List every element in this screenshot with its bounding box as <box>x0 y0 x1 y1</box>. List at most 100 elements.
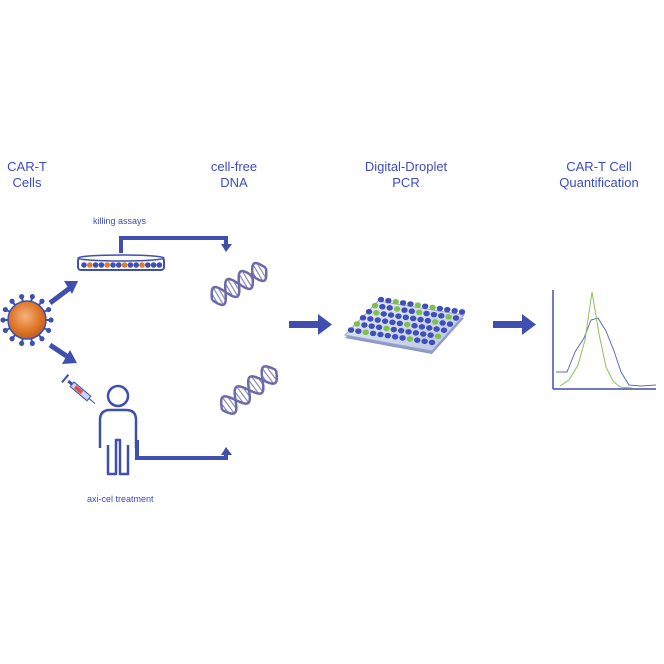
droplet-well <box>440 327 448 334</box>
droplet-well <box>409 315 417 322</box>
dish-cell <box>81 262 87 268</box>
dna-base-pair <box>250 376 264 392</box>
dna-base-pair <box>238 273 249 290</box>
dna-base-pair <box>265 366 278 381</box>
dish-cell <box>116 262 122 268</box>
droplet-well <box>383 325 390 332</box>
droplet-well <box>362 329 369 336</box>
arrow-dna-to-pcr <box>289 314 332 335</box>
label-axi-cel-treatment: axi-cel treatment <box>87 494 154 504</box>
droplet-well <box>384 332 392 339</box>
droplet-well <box>407 301 414 307</box>
droplet-well <box>424 317 432 324</box>
droplet-well <box>412 330 420 336</box>
dish-cell <box>110 262 116 268</box>
dna-base-pair <box>221 396 235 414</box>
droplet-well <box>367 316 374 322</box>
droplet-well <box>397 327 405 334</box>
droplet-well <box>368 323 375 329</box>
header-line: cell-free <box>210 159 258 174</box>
droplet-well <box>380 311 387 317</box>
cell-receptor-tip <box>39 336 45 342</box>
droplet-well <box>401 307 408 313</box>
droplet-well <box>414 337 421 343</box>
header-car-t-quantification: CAR-T Cell Quantification <box>529 159 664 191</box>
label-killing-assays: killing assays <box>93 216 147 226</box>
droplet-well <box>377 331 384 338</box>
droplet-well <box>379 303 386 310</box>
header-line: Quantification <box>559 175 639 190</box>
droplet-well <box>428 339 436 346</box>
droplet-well <box>417 316 424 323</box>
dna-base-pair <box>226 396 237 409</box>
header-line: CAR-T Cell <box>566 159 632 174</box>
dish-cell <box>156 262 163 268</box>
cell-receptor-tip <box>48 317 54 323</box>
header-line: DNA <box>220 175 248 190</box>
droplet-well <box>385 297 392 304</box>
droplet-well <box>402 314 410 321</box>
dna-base-pair <box>227 278 239 297</box>
quantification-plot-icon <box>552 290 657 390</box>
dish-cell <box>98 262 105 268</box>
droplet-well <box>418 324 426 330</box>
header-car-t-cells: CAR-T Cells <box>0 159 97 191</box>
arrow-dish-to-dna <box>119 236 232 253</box>
header-line: Cells <box>12 175 42 190</box>
droplet-well <box>365 308 373 315</box>
droplet-well <box>421 303 429 310</box>
droplet-well <box>415 309 423 316</box>
cell-receptor-tip <box>2 327 8 334</box>
dish-cell <box>150 262 157 268</box>
droplet-well <box>439 320 446 326</box>
cell-receptor-tip <box>19 340 25 346</box>
droplet-well <box>391 333 399 340</box>
droplet-well <box>390 326 398 333</box>
droplet-well <box>436 305 444 312</box>
droplet-well <box>438 312 445 319</box>
arrow-patient-to-dna <box>135 440 232 460</box>
dish-cell <box>127 262 134 268</box>
droplet-well <box>451 307 458 314</box>
cell-receptor-tip <box>29 294 35 300</box>
droplet-well <box>389 319 396 326</box>
dna-base-pair <box>252 264 264 282</box>
droplet-well <box>359 315 367 321</box>
droplet-well <box>355 328 362 334</box>
dish-cell <box>104 262 110 268</box>
droplet-well <box>421 338 428 345</box>
droplet-well <box>432 319 439 325</box>
cell-receptor-tip <box>0 317 6 323</box>
droplet-well <box>386 305 393 311</box>
droplet-well <box>444 306 451 313</box>
droplet-well <box>427 332 434 338</box>
droplet-well <box>408 308 416 315</box>
dish-cell <box>139 262 145 268</box>
dna-helix-icon <box>210 261 268 307</box>
droplet-well <box>445 314 452 320</box>
header-line: PCR <box>392 175 420 190</box>
droplet-well <box>414 302 422 308</box>
droplet-well <box>353 321 361 327</box>
dna-base-pair <box>224 283 234 297</box>
cell-receptor-tip <box>9 336 15 342</box>
droplet-well <box>411 322 418 329</box>
dish-cell <box>133 262 139 268</box>
header-digital-droplet-pcr: Digital-Droplet PCR <box>336 159 476 191</box>
dna-helix-icon <box>219 365 279 415</box>
dish-cell <box>121 262 128 268</box>
droplet-well <box>371 302 379 309</box>
cell-receptor-tip <box>39 298 45 304</box>
dna-base-pair <box>241 270 253 288</box>
droplet-well <box>430 311 438 318</box>
header-line: CAR-T <box>7 159 47 174</box>
droplet-well <box>373 310 380 316</box>
dna-base-pair <box>236 386 250 404</box>
droplet-well <box>399 335 406 341</box>
dna-base-pair <box>261 368 275 384</box>
dna-base-pair <box>217 287 227 301</box>
arrow-cell-to-assay <box>48 281 78 305</box>
arrow-pcr-to-quant <box>493 314 536 335</box>
